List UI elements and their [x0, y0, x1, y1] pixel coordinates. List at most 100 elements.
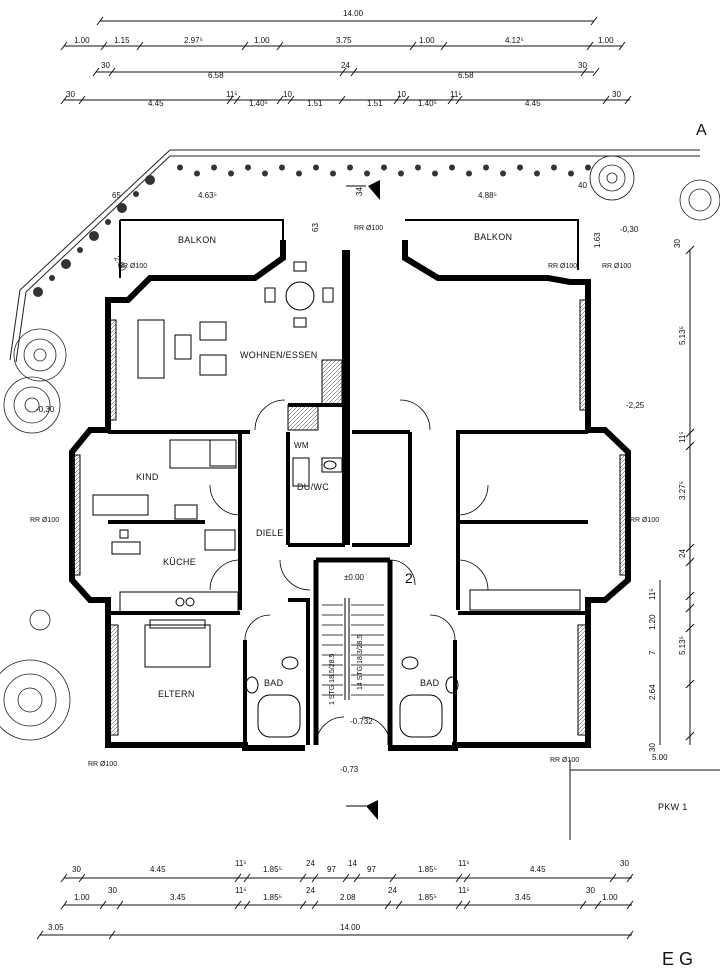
shrub-dot — [296, 170, 302, 177]
rain-pipe-label: RR Ø100 — [548, 263, 577, 270]
dim-label: 34 — [355, 187, 364, 196]
level-outer-r: -2,25 — [626, 401, 645, 410]
shrub-dot — [177, 164, 183, 171]
dim-label: 11⁵ — [235, 859, 247, 868]
dim-label: 11⁵ — [648, 588, 657, 600]
rain-pipe-label: RR Ø100 — [88, 761, 117, 768]
shrub-dot — [133, 191, 139, 197]
dim-label: 11⁵ — [458, 859, 470, 868]
room-labels: BALKON BALKON WOHNEN/ESSEN KIND KÜCHE DI… — [136, 232, 688, 812]
room-label-wohnen-essen: WOHNEN/ESSEN — [240, 350, 318, 360]
shrub-dot — [145, 175, 155, 185]
bottom-dimension-labels: 30 4.45 11⁵ 1.85⁵ 24 97 14 97 1.85⁵ 11⁵ … — [48, 859, 693, 969]
dim-label: 6.58 — [458, 71, 474, 80]
shrub-dot — [585, 164, 591, 171]
dim-label: 30 — [673, 239, 682, 248]
stair-note-left: 1 STG 18.5/28.5 — [329, 654, 336, 705]
level-outer-b: -0,73 — [340, 765, 359, 774]
dim-label: 24 — [678, 549, 687, 558]
room-label-diele: DIELE — [256, 528, 284, 538]
shrub-dot — [347, 164, 353, 171]
rain-pipe-label: RR Ø100 — [354, 225, 383, 232]
dim-label: 30 — [612, 90, 621, 99]
dim-label: 3.75 — [336, 36, 352, 45]
dim-label: 1.00 — [74, 36, 90, 45]
dim-label: 24 — [306, 886, 315, 895]
furniture — [92, 261, 581, 738]
shrub-dot — [534, 170, 540, 177]
dim-label: 5.13⁵ — [678, 326, 687, 345]
rain-pipe-label: RR Ø100 — [602, 263, 631, 270]
dim-label: 1.00 — [598, 36, 614, 45]
dim-label: 4.88⁵ — [478, 191, 497, 200]
corner-mark: A — [696, 122, 707, 139]
dim-label: 11⁵ — [678, 431, 687, 443]
dim-label: 97 — [367, 865, 376, 874]
shrub-dot — [466, 170, 472, 177]
dim-label: 1.00 — [254, 36, 270, 45]
shrub-dot — [568, 170, 574, 177]
shrub-dot — [432, 170, 438, 177]
side-dimension-labels: 65 4.63⁵ 2.00 4.88⁵ 40 1.63 30 5.13⁵ 11⁵… — [112, 181, 687, 752]
rain-pipe-labels: RR Ø100 RR Ø100 RR Ø100 RR Ø100 RR Ø100 … — [30, 225, 659, 768]
room-label-bad-left: BAD — [264, 678, 284, 688]
room-label-balkon-right: BALKON — [474, 232, 512, 242]
dim-label: 11⁵ — [235, 886, 247, 895]
dim-label: 65 — [112, 191, 121, 200]
dim-label: 3.27⁵ — [678, 481, 687, 500]
dim-label: 1.51 — [367, 99, 383, 108]
dim-label: 11⁵ — [450, 90, 462, 99]
dim-label: 14 — [348, 859, 357, 868]
room-label-kuche: KÜCHE — [163, 557, 196, 567]
dim-label: 30 — [66, 90, 75, 99]
dim-label: 6.58 — [208, 71, 224, 80]
rain-pipe-label: RR Ø100 — [630, 517, 659, 524]
dim-label: 5.13⁵ — [678, 636, 687, 655]
stair-number: 2 — [405, 570, 413, 586]
level-entrance: ±0.00 — [344, 573, 365, 582]
room-label-pkw: PKW 1 — [658, 802, 688, 812]
dim-label: 2.08 — [340, 893, 356, 902]
window-hatching — [71, 299, 629, 736]
trees — [0, 155, 720, 741]
dim-label: 10 — [283, 90, 292, 99]
shrub-dot — [194, 170, 200, 177]
dim-label: 1.00 — [419, 36, 435, 45]
stair-treads — [322, 604, 384, 696]
dim-label: 30 — [620, 859, 629, 868]
dim-label: 4.45 — [150, 865, 166, 874]
dim-total-bottom: 14.00 — [340, 923, 361, 932]
level-step: -0.732 — [350, 717, 373, 726]
dim-label: 3.05 — [48, 923, 64, 932]
shrub-dot — [364, 170, 370, 177]
parking-area — [569, 760, 720, 840]
shrub-dot — [117, 203, 127, 213]
room-label-wm: WM — [294, 441, 309, 450]
dim-label: 30 — [72, 865, 81, 874]
dim-label: 24 — [341, 61, 350, 70]
dim-label: 1.85⁵ — [263, 865, 282, 874]
top-dimension-labels: 14.00 1.00 1.15 2.97⁵ 1.00 3.75 1.00 4.1… — [66, 9, 707, 139]
shrub-dot — [245, 164, 251, 171]
level-right-b: 5.00 — [652, 753, 668, 762]
interior-walls — [108, 250, 588, 745]
room-label-du-wc: DU/WC — [297, 482, 329, 492]
section-markers — [346, 180, 380, 820]
dim-label: 7 — [648, 650, 657, 655]
dim-label: 4.63⁵ — [198, 191, 217, 200]
dim-label: 11⁵ — [226, 90, 238, 99]
bottom-dimension-lines — [36, 873, 634, 940]
level-outer-tr: -0,30 — [620, 225, 639, 234]
shrub-dot — [449, 164, 455, 171]
dim-label: 30 — [578, 61, 587, 70]
dim-label: 63 — [311, 223, 320, 232]
shrub-dot — [398, 170, 404, 177]
shrub-dot — [517, 164, 523, 171]
shrub-dot — [415, 164, 421, 171]
dim-total-top: 14.00 — [343, 9, 364, 18]
right-dimension-lines — [659, 245, 695, 745]
dim-label: 10 — [397, 90, 406, 99]
dim-label: 1.15 — [114, 36, 130, 45]
dim-label: 4.45 — [530, 865, 546, 874]
